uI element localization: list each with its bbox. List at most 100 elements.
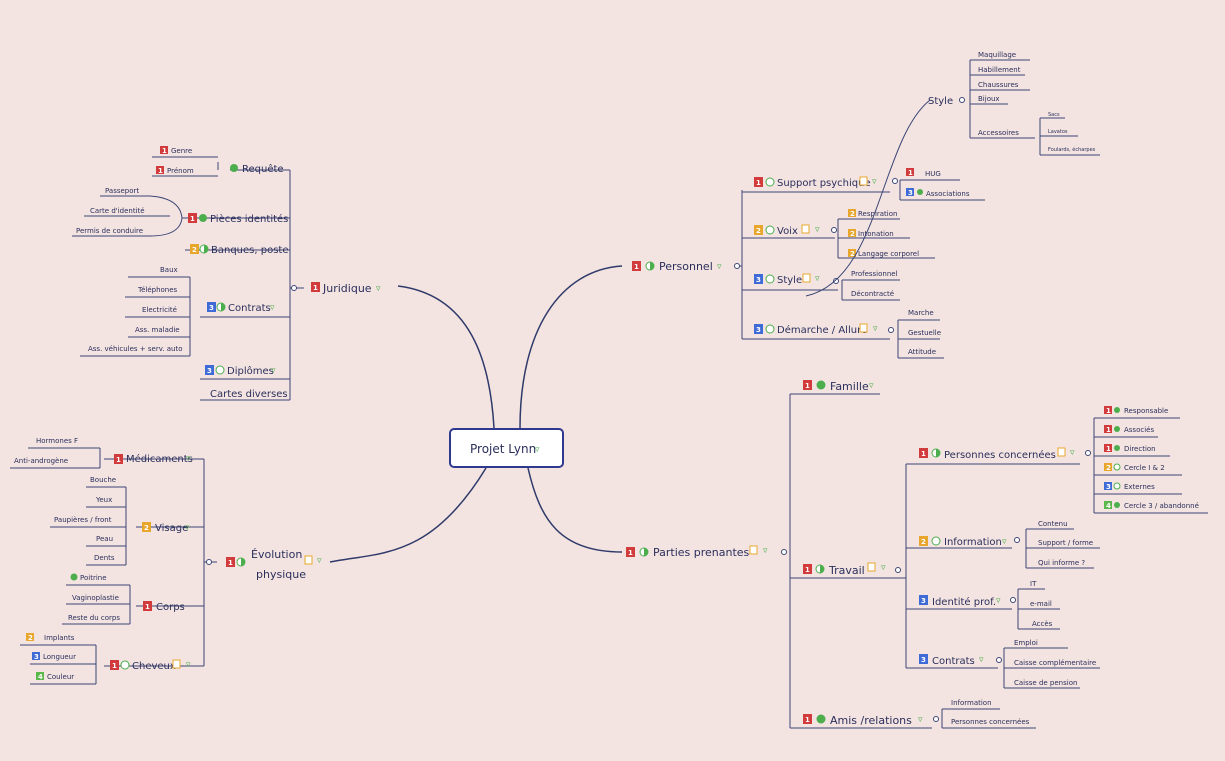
famille-label[interactable]: Famille — [830, 380, 869, 393]
cartes-label[interactable]: Cartes diverses — [210, 389, 288, 400]
leaf-chaussures[interactable]: Chaussures — [978, 81, 1019, 89]
leaf-prenom[interactable]: Prénom — [167, 167, 194, 175]
leaf-paupieres[interactable]: Paupières / front — [54, 516, 112, 524]
leaf-genre[interactable]: Genre — [171, 147, 192, 155]
leaf-responsable[interactable]: Responsable — [1124, 407, 1168, 415]
leaf-professionnel[interactable]: Professionnel — [851, 270, 898, 278]
leaf-vaginoplastie[interactable]: Vaginoplastie — [72, 594, 119, 602]
leaf-implants[interactable]: Implants — [44, 634, 75, 642]
leaf-foulards[interactable]: Foulards, écharpes — [1048, 146, 1096, 153]
leaf-caisse-complementaire[interactable]: Caisse complémentaire — [1014, 659, 1096, 667]
collapse-circle-icon[interactable] — [1010, 597, 1016, 603]
leaf-peau[interactable]: Peau — [96, 535, 113, 543]
leaf-anti-androgene[interactable]: Anti-androgène — [14, 457, 68, 465]
collapse-circle-icon[interactable] — [291, 285, 297, 291]
collapse-circle-icon[interactable] — [933, 716, 939, 722]
collapse-circle-icon[interactable] — [888, 327, 894, 333]
contrats-travail-label[interactable]: Contrats — [932, 656, 975, 667]
collapse-circle-icon[interactable] — [895, 567, 901, 573]
evolution-label-line2[interactable]: physique — [256, 568, 306, 581]
leaf-electricite[interactable]: Electricité — [142, 306, 177, 314]
style-top-label[interactable]: Style — [928, 96, 953, 107]
corps-label[interactable]: Corps — [156, 602, 185, 613]
leaf-qui-informe[interactable]: Qui informe ? — [1038, 559, 1085, 567]
leaf-passeport[interactable]: Passeport — [105, 187, 139, 195]
contrats-label[interactable]: Contrats — [228, 303, 271, 314]
collapse-circle-icon[interactable] — [996, 657, 1002, 663]
collapse-circle-icon[interactable] — [1014, 537, 1020, 543]
collapse-circle-icon[interactable] — [1085, 450, 1091, 456]
leaf-associes[interactable]: Associés — [1124, 426, 1154, 434]
leaf-bijoux[interactable]: Bijoux — [978, 95, 1000, 103]
collapse-circle-icon[interactable] — [734, 263, 740, 269]
leaf-carte-identite[interactable]: Carte d'identité — [90, 207, 145, 215]
leaf-hormones[interactable]: Hormones F — [36, 437, 78, 445]
leaf-decontracte[interactable]: Décontracté — [851, 290, 894, 298]
leaf-sacs[interactable]: Sacs — [1048, 112, 1060, 118]
medicaments-label[interactable]: Médicaments — [126, 453, 193, 465]
leaf-yeux[interactable]: Yeux — [95, 496, 112, 504]
leaf-direction[interactable]: Direction — [1124, 445, 1156, 453]
parties-label[interactable]: Parties prenantes — [653, 546, 750, 559]
demarche-label[interactable]: Démarche / Allure — [777, 324, 867, 336]
leaf-cercle-1-2[interactable]: Cercle I & 2 — [1124, 464, 1165, 472]
collapse-circle-icon[interactable] — [892, 178, 898, 184]
leaf-ass-vehicules[interactable]: Ass. véhicules + serv. auto — [88, 345, 183, 353]
banques-label[interactable]: Banques, poste — [211, 245, 288, 256]
collapse-circle-icon[interactable] — [781, 549, 787, 555]
collapse-circle-icon[interactable] — [206, 559, 212, 565]
leaf-caisse-pension[interactable]: Caisse de pension — [1014, 679, 1077, 687]
leaf-contenu[interactable]: Contenu — [1038, 520, 1068, 528]
leaf-amis-personnes[interactable]: Personnes concernées — [951, 718, 1030, 726]
style-label[interactable]: Style — [777, 275, 802, 286]
cheveux-label[interactable]: Cheveux — [132, 661, 176, 672]
support-label[interactable]: Support psychique — [777, 178, 871, 189]
leaf-attitude[interactable]: Attitude — [908, 348, 936, 356]
collapse-circle-icon[interactable] — [833, 278, 839, 284]
central-topic[interactable]: Projet Lynn ▿ — [449, 428, 564, 468]
diplomes-label[interactable]: Diplômes — [227, 365, 274, 377]
collapse-circle-icon[interactable] — [831, 227, 837, 233]
leaf-support-forme[interactable]: Support / forme — [1038, 539, 1093, 547]
pieces-label[interactable]: Pièces identités — [210, 213, 288, 225]
personnes-label[interactable]: Personnes concernées — [944, 449, 1056, 461]
requete-label[interactable]: Requête — [242, 163, 284, 175]
leaf-email[interactable]: e-mail — [1030, 600, 1052, 608]
visage-label[interactable]: Visage — [155, 523, 188, 534]
personnel-label[interactable]: Personnel — [659, 260, 713, 273]
leaf-amis-information[interactable]: Information — [951, 699, 992, 707]
leaf-langage[interactable]: Langage corporel — [858, 250, 919, 258]
leaf-respiration[interactable]: Respiration — [858, 210, 897, 218]
leaf-bouche[interactable]: Bouche — [90, 476, 116, 484]
leaf-accessoires[interactable]: Accessoires — [978, 129, 1019, 137]
leaf-it[interactable]: IT — [1030, 580, 1037, 588]
leaf-maquillage[interactable]: Maquillage — [978, 51, 1016, 59]
leaf-hug[interactable]: HUG — [925, 170, 941, 178]
voix-label[interactable]: Voix — [777, 226, 798, 237]
leaf-acces[interactable]: Accès — [1032, 620, 1053, 628]
juridique-label[interactable]: Juridique — [322, 282, 372, 295]
leaf-ass-maladie[interactable]: Ass. maladie — [135, 326, 180, 334]
leaf-associations-psy[interactable]: Associations — [926, 190, 970, 198]
leaf-couleur[interactable]: Couleur — [47, 673, 74, 681]
collapse-circle-icon[interactable] — [959, 97, 965, 103]
leaf-longueur[interactable]: Longueur — [43, 653, 76, 661]
leaf-baux[interactable]: Baux — [160, 266, 178, 274]
amis-label[interactable]: Amis /relations — [830, 714, 912, 727]
leaf-dents[interactable]: Dents — [94, 554, 115, 562]
travail-label[interactable]: Travail — [828, 564, 865, 577]
leaf-telephones[interactable]: Téléphones — [137, 286, 178, 294]
leaf-externes[interactable]: Externes — [1124, 483, 1155, 491]
leaf-permis[interactable]: Permis de conduire — [76, 227, 143, 235]
leaf-poitrine[interactable]: Poitrine — [80, 574, 107, 582]
leaf-gestuelle[interactable]: Gestuelle — [908, 329, 941, 337]
leaf-emploi[interactable]: Emploi — [1014, 639, 1038, 647]
leaf-cercle-3[interactable]: Cercle 3 / abandonné — [1124, 502, 1199, 510]
identite-label[interactable]: Identité prof. — [932, 596, 996, 608]
information-label[interactable]: Information — [944, 537, 1002, 548]
leaf-lavatos[interactable]: Lavatos — [1048, 129, 1068, 135]
evolution-label-line1[interactable]: Évolution — [251, 548, 302, 561]
leaf-habillement[interactable]: Habillement — [978, 66, 1021, 74]
leaf-reste-corps[interactable]: Reste du corps — [68, 614, 120, 622]
leaf-marche[interactable]: Marche — [908, 309, 934, 317]
